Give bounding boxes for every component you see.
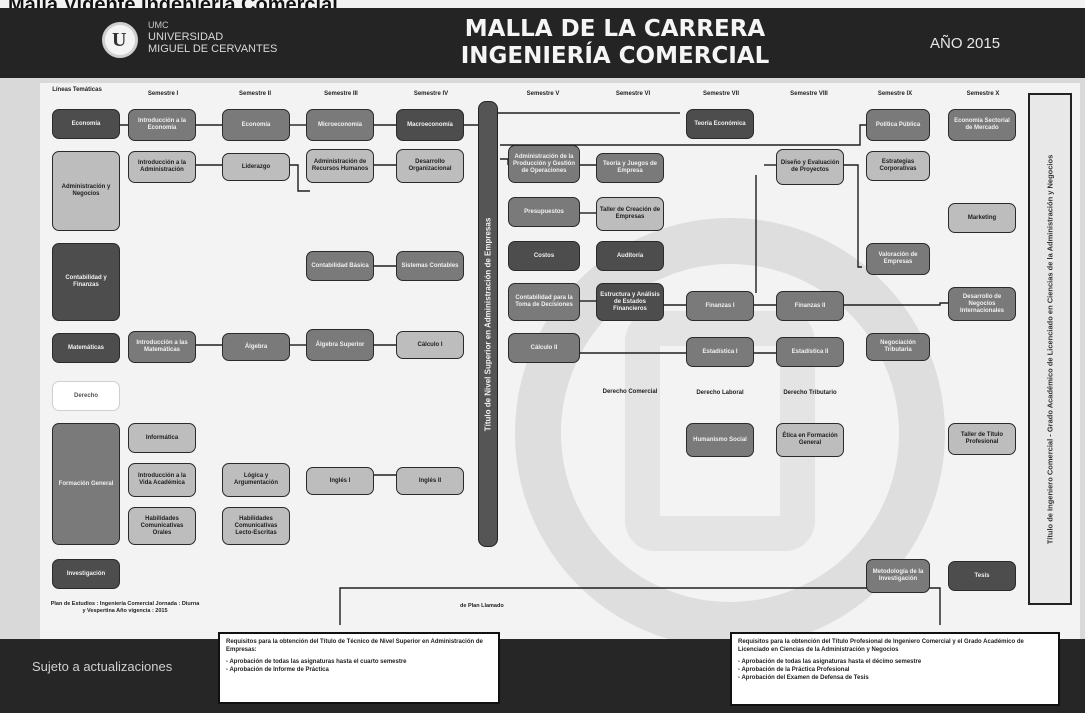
course-box: Macroeconomía [396,109,464,141]
course-box: Cálculo I [396,331,464,359]
column-header: Semestre V [526,91,560,97]
course-box: Contabilidad para la Toma de Decisiones [508,283,580,321]
course-box: Administración de Recursos Humanos [306,149,374,183]
course-box: Inglés II [396,467,464,495]
course-box: Desarrollo de Negocios Internacionales [948,287,1016,321]
university-logo-icon [102,22,138,58]
column-header: Semestre IV [413,91,449,97]
course-box: Álgebra [222,333,290,361]
partial-title: Malla Vigente Ingeniería Comercial [0,0,1085,10]
course-box: Valoración de Empresas [866,243,930,275]
course-box: Álgebra Superior [306,329,374,361]
course-box: Política Pública [866,109,930,141]
curriculum-chart: Líneas Temáticas Semestre I Semestre II … [40,83,1080,639]
linea-matematicas: Matemáticas [52,333,120,363]
course-box: Taller de Creación de Empresas [596,197,664,231]
course-box: Estructura y Análisis de Estados Financi… [596,283,664,321]
column-header: Semestre III [324,91,358,97]
header [0,8,1085,78]
course-box: Derecho Laboral [696,389,744,396]
course-box: Negociación Tributaria [866,333,930,361]
course-box: Metodología de la Investigación [866,559,930,593]
course-box: Informática [128,423,196,453]
university-name: UNIVERSIDAD MIGUEL DE CERVANTES [148,31,278,55]
course-box: Marketing [948,203,1016,233]
course-box: Finanzas I [686,291,754,321]
page-title: MALLA DE LA CARRERA INGENIERÍA COMERCIAL [460,16,770,69]
column-header: Semestre VI [615,91,651,97]
linea-administracion: Administración y Negocios [52,151,120,231]
course-box: Tesis [948,561,1016,591]
course-box: Costos [508,241,580,271]
course-box: Introducción a la Administración [128,151,196,183]
column-header: Líneas Temáticas [52,87,102,93]
course-box: Liderazgo [222,153,290,181]
linea-contabilidad: Contabilidad y Finanzas [52,243,120,321]
university-short: UMC [148,20,169,30]
column-header: Semestre VIII [790,91,828,97]
course-box: Habilidades Comunicativas Lecto-Escritas [222,507,290,545]
course-box: Economía [222,109,290,141]
linea-derecho: Derecho [52,381,120,411]
vertical-title-mid: Título de Nivel Superior en Administraci… [478,101,498,547]
course-box: Teoría y Juegos de Empresa [596,153,664,183]
column-header: Semestre X [966,91,1000,97]
footer-text: Sujeto a actualizaciones [32,659,173,674]
course-box: Derecho Tributario [783,389,837,396]
requirements-right: Requisitos para la obtención del Título … [730,632,1060,706]
plan-label: de Plan Llamado [460,603,504,609]
column-header: Semestre II [238,91,272,97]
course-box: Estadística II [776,337,844,367]
linea-formacion-general: Formación General [52,423,120,545]
linea-economia: Economía [52,109,120,139]
column-header: Semestre VII [702,91,740,97]
linea-investigacion: Investigación [52,559,120,589]
course-box: Cálculo II [508,333,580,363]
course-box: Contabilidad Básica [306,251,374,281]
course-box: Derecho Comercial [602,388,658,395]
course-box: Introducción a la Economía [128,109,196,141]
course-box: Diseño y Evaluación de Proyectos [776,149,844,185]
plan-note: Plan de Estudios : Ingeniería Comercial … [50,601,200,614]
course-box: Introducción a la Vida Académica [128,463,196,497]
course-box: Auditoría [596,241,664,271]
course-box: Inglés I [306,467,374,495]
course-box: Estadística I [686,337,754,367]
column-header: Semestre I [147,91,179,97]
course-box: Microeconomía [306,109,374,141]
course-box: Humanismo Social [686,423,754,457]
course-box: Teoría Económica [686,109,754,139]
course-box: Economía Sectorial de Mercado [948,109,1016,141]
column-header: Semestre IX [877,91,913,97]
course-box: Lógica y Argumentación [222,463,290,497]
course-box: Ética en Formación General [776,423,844,457]
course-box: Taller de Título Profesional [948,423,1016,455]
course-box: Administración de la Producción y Gestió… [508,145,580,183]
course-box: Presupuestos [508,197,580,227]
requirements-left: Requisitos para la obtención del Título … [218,632,500,704]
course-box: Habilidades Comunicativas Orales [128,507,196,545]
course-box: Sistemas Contables [396,251,464,281]
vertical-title-right: Título de Ingeniero Comercial - Grado Ac… [1028,93,1072,605]
course-box: Finanzas II [776,291,844,321]
course-box: Estrategias Corporativas [866,151,930,181]
year-label: AÑO 2015 [930,35,1001,52]
course-box: Desarrollo Organizacional [396,149,464,183]
course-box: Introducción a las Matemáticas [128,331,196,363]
